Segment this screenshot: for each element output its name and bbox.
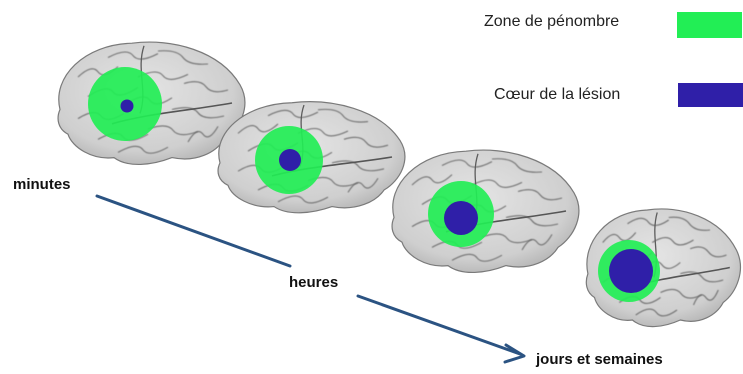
lesion-core-3 — [444, 201, 478, 235]
penumbra-legend-label: Zone de pénombre — [484, 13, 619, 31]
lesion-core-2 — [279, 149, 301, 171]
brain-1 — [58, 42, 245, 164]
days-weeks-label: jours et semaines — [536, 351, 663, 368]
core-legend-label: Cœur de la lésion — [494, 86, 620, 104]
core-legend-swatch — [678, 83, 743, 107]
brain-2 — [218, 102, 405, 213]
minutes-label: minutes — [13, 176, 71, 193]
lesion-core-1 — [121, 100, 134, 113]
penumbra-legend-swatch — [677, 12, 742, 38]
lesion-core-4 — [609, 249, 653, 293]
brain-3 — [392, 150, 579, 272]
brain-4 — [586, 209, 740, 327]
hours-label: heures — [289, 274, 338, 291]
